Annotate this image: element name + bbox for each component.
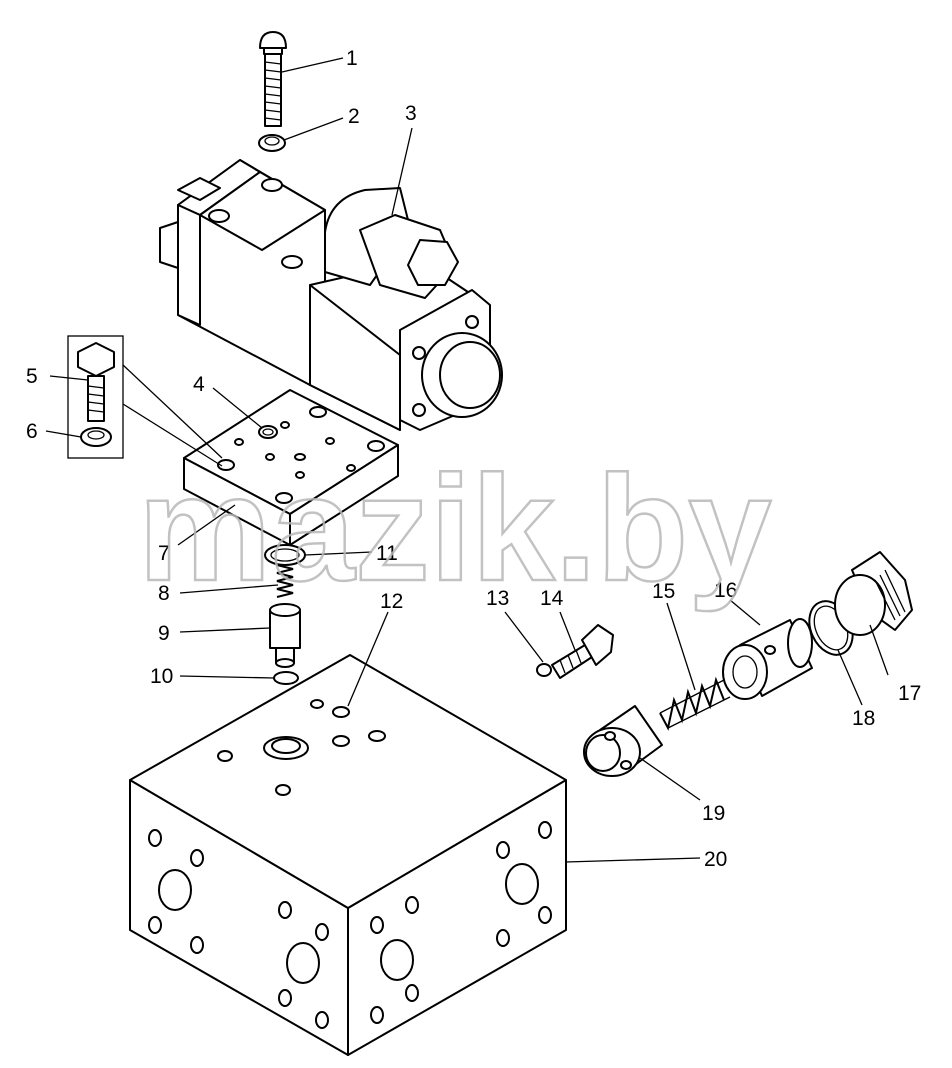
callout-16: 16 (714, 579, 737, 602)
plug-17 (834, 551, 913, 636)
callout-3: 3 (405, 102, 417, 125)
callout-10: 10 (150, 665, 173, 688)
valve-screw (259, 31, 287, 127)
callout-1: 1 (346, 47, 358, 70)
sleeve-16 (722, 618, 813, 700)
solenoid-valve (159, 159, 503, 431)
callout-7: 7 (158, 542, 170, 565)
leader-lines (45, 57, 889, 863)
callout-17: 17 (898, 682, 921, 705)
callout-8: 8 (158, 582, 170, 605)
callout-19: 19 (702, 802, 725, 825)
callout-6: 6 (26, 420, 38, 443)
bolt-washer-detail (67, 335, 124, 459)
screw-14 (551, 624, 614, 679)
manifold-block (129, 654, 567, 1056)
callout-13: 13 (486, 587, 509, 610)
callout-18: 18 (852, 707, 875, 730)
callout-11: 11 (376, 542, 398, 565)
callout-20: 20 (704, 848, 727, 871)
callout-4: 4 (193, 373, 205, 396)
callout-9: 9 (158, 622, 170, 645)
callout-12: 12 (380, 590, 403, 613)
spring-8 (276, 564, 294, 598)
callout-5: 5 (26, 365, 38, 388)
screw-washer (258, 134, 286, 152)
o-ring-11 (264, 544, 306, 566)
watermark-text: mazik.by (138, 444, 772, 612)
callout-2: 2 (348, 105, 360, 128)
o-ring-13 (536, 663, 552, 677)
callout-labels: 1 2 3 4 5 6 7 8 9 10 11 12 13 14 15 16 1… (26, 47, 921, 871)
plate-o-ring (258, 425, 278, 439)
spring-15 (659, 676, 731, 731)
check-valve-9 (269, 603, 301, 668)
cartridge-19 (583, 705, 663, 777)
callout-15: 15 (652, 580, 675, 603)
callout-14: 14 (540, 587, 564, 610)
o-ring-10 (273, 671, 299, 685)
